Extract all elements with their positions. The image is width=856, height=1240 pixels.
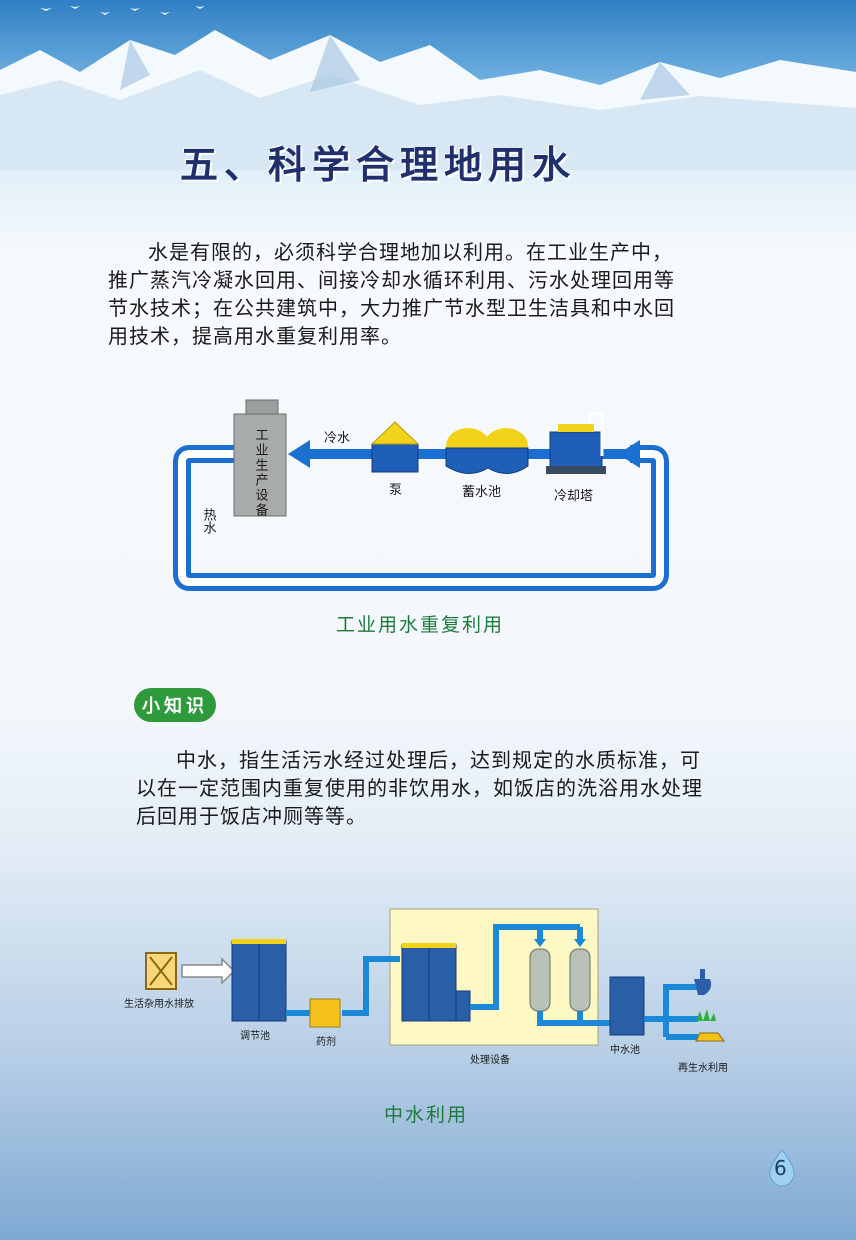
- middle-tank-label: 中水池: [610, 1043, 640, 1056]
- page-number: 6: [774, 1156, 787, 1180]
- intro-line-4: 用技术，提高用水重复利用率。: [108, 324, 402, 348]
- cooling-tower-label: 冷却塔: [554, 489, 593, 504]
- page-number-droplet: 6: [762, 1148, 802, 1188]
- reservoir-body: [445, 447, 529, 474]
- industrial-reuse-diagram: 工业生产设备 冷水 热水 泵 蓄水池 冷却塔: [170, 396, 680, 596]
- treatment-label: 处理设备: [470, 1053, 510, 1066]
- header-mountain-image: [0, 0, 856, 230]
- intro-line-3: 节水技术；在公共建筑中，大力推广节水型卫生洁具和中水回: [108, 296, 675, 320]
- toilet-icon: [694, 979, 712, 995]
- intro-paragraph: 水是有限的，必须科学合理地加以利用。在工业生产中， 推广蒸汽冷凝水回用、间接冷却…: [108, 238, 748, 350]
- tip-badge: 小知识: [134, 688, 216, 722]
- sewage-label: 生活杂用水排放: [124, 997, 194, 1010]
- chemical-box: [309, 998, 341, 1028]
- filter-column-2: [569, 948, 591, 1012]
- diagram2-caption: 中水利用: [384, 1104, 469, 1126]
- reuse-label: 再生水利用: [678, 1061, 728, 1074]
- droplet-icon: [769, 1149, 795, 1187]
- tip-paragraph: 中水，指生活污水经过处理后，达到规定的水质标准，可 以在一定范围内重复使用的非饮…: [136, 746, 776, 830]
- adjust-tank-label: 调节池: [240, 1029, 270, 1042]
- arrow-in-icon: [618, 440, 640, 468]
- chemical-label: 药剂: [316, 1035, 336, 1048]
- grass-icon: [696, 1009, 716, 1021]
- tip-line-3: 后回用于饭店冲厕等等。: [136, 804, 367, 828]
- pump-box: [371, 443, 419, 473]
- page-title: 五、科学合理地用水: [180, 142, 577, 187]
- equipment-label: 工业生产设备: [253, 428, 269, 518]
- hot-water-label: 热水: [201, 508, 217, 534]
- hollow-arrow-icon: [181, 957, 236, 985]
- cold-water-label: 冷水: [324, 431, 350, 446]
- tip-badge-label: 小知识: [142, 696, 208, 717]
- intro-line-2: 推广蒸汽冷凝水回用、间接冷却水循环利用、污水处理回用等: [108, 268, 675, 292]
- pump-label: 泵: [389, 483, 402, 498]
- tip-line-2: 以在一定范围内重复使用的非饮用水，如饭店的洗浴用水处理: [136, 776, 703, 800]
- filter-column-1: [529, 948, 551, 1012]
- reservoir-label: 蓄水池: [462, 485, 501, 500]
- reclaimed-water-diagram: 生活杂用水排放 调节池 药剂 处理设备 中水池 再生水利用: [110, 905, 750, 1085]
- tip-line-1: 中水，指生活污水经过处理后，达到规定的水质标准，可: [176, 748, 701, 772]
- car-icon: [695, 1032, 725, 1042]
- intro-line-1: 水是有限的，必须科学合理地加以利用。在工业生产中，: [148, 240, 673, 264]
- diagram1-caption: 工业用水重复利用: [336, 614, 505, 636]
- middle-tank: [609, 976, 645, 1036]
- arrow-left-icon: [288, 440, 310, 468]
- equipment-tower: [233, 413, 287, 517]
- cooling-tower: [549, 431, 603, 473]
- pump-top: [370, 421, 420, 445]
